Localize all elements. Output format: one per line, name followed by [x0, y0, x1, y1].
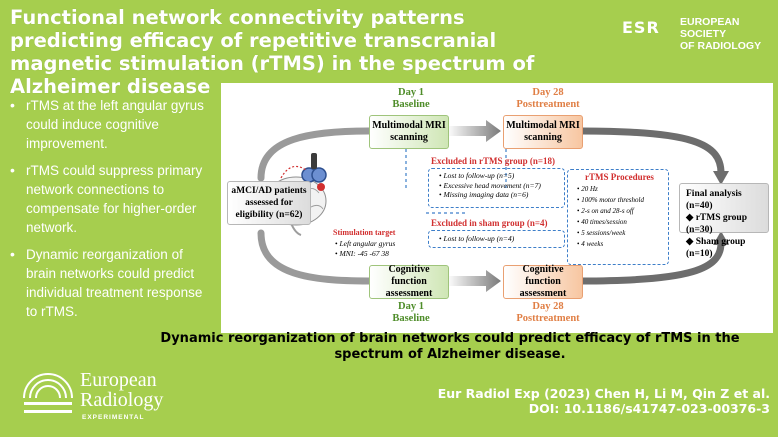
procedures-title: rTMS Procedures — [585, 172, 654, 182]
esr-logo-line2: OF RADIOLOGY — [680, 40, 762, 52]
final-analysis-box: Final analysis (n=40) ◆ rTMS group (n=30… — [679, 183, 769, 259]
procedure-item: 20 Hz — [577, 184, 644, 195]
final-analysis-sham-label: Sham group (n=10) — [686, 237, 746, 259]
stimulation-item: MNI: -45 -67 38 — [335, 249, 395, 259]
procedure-item: 100% motor threshold — [577, 195, 644, 206]
arrow-cognitive — [447, 270, 501, 292]
conclusion-text: Dynamic reorganization of brain networks… — [160, 331, 740, 362]
curve-to-mri — [257, 127, 373, 182]
citation-reference: Eur Radiol Exp (2023) Chen H, Li M, Qin … — [437, 386, 770, 401]
excluded-rtms-box — [428, 168, 565, 208]
curve-to-cognitive — [257, 229, 373, 285]
stimulation-title: Stimulation target — [333, 228, 396, 237]
excluded-sham-box — [428, 230, 565, 248]
day1-bottom-day: Day 1 — [398, 301, 424, 312]
day28-bottom-header: Day 28 Posttreatment — [503, 301, 593, 325]
procedure-item: 40 times/session — [577, 217, 644, 228]
day28-bottom-label: Posttreatment — [516, 313, 580, 324]
day1-top-label: Baseline — [392, 99, 430, 110]
citation: Eur Radiol Exp (2023) Chen H, Li M, Qin … — [360, 386, 770, 416]
esr-logo-text: EUROPEAN SOCIETY OF RADIOLOGY — [680, 16, 772, 52]
procedure-item: 5 sessions/week — [577, 228, 644, 239]
er-logo-line2: Radiology — [80, 389, 164, 411]
day28-bottom-day: Day 28 — [532, 301, 564, 312]
arrowhead-top — [713, 171, 729, 185]
excluded-sham-item: Lost to follow-up (n=4) — [439, 234, 515, 244]
patients-box: aMCI/AD patients assessed for eligibilit… — [227, 181, 311, 225]
cognitive-box-posttreatment: Cognitive function assessment — [503, 264, 583, 299]
key-point: rTMS at the left angular gyrus could ind… — [10, 96, 215, 153]
esr-logo-line1: EUROPEAN SOCIETY — [680, 16, 740, 40]
er-logo-line1: European — [80, 369, 157, 391]
citation-doi: DOI: 10.1186/s41747-023-00376-3 — [528, 401, 770, 416]
excluded-rtms-list: Lost to follow-up (n=5) Excessive head m… — [439, 171, 541, 200]
day1-bottom-label: Baseline — [392, 313, 430, 324]
excluded-rtms-item: Excessive head movement (n=7) — [439, 181, 541, 191]
excluded-rtms-item: Lost to follow-up (n=5) — [439, 171, 541, 181]
key-point: Dynamic reorganization of brain networks… — [10, 245, 215, 321]
procedure-item: 4 weeks — [577, 239, 644, 250]
cognitive-box-baseline: Cognitive function assessment — [369, 264, 449, 299]
day28-top-day: Day 28 — [532, 87, 564, 98]
er-logo-sub: EXPERIMENTAL — [82, 414, 145, 421]
curve-to-final-top — [580, 127, 725, 174]
final-analysis-list: Final analysis (n=40) ◆ rTMS group (n=30… — [686, 188, 768, 260]
excluded-rtms-title: Excluded in rTMS group (n=18) — [431, 156, 555, 166]
day1-bottom-header: Day 1 Baseline — [371, 301, 451, 325]
final-analysis-sham: ◆ Sham group (n=10) — [686, 237, 746, 259]
day1-top-header: Day 1 Baseline — [371, 87, 451, 111]
er-logo-name: European Radiology — [80, 370, 163, 410]
page-title: Functional network connectivity patterns… — [10, 6, 535, 98]
day28-top-header: Day 28 Posttreatment — [503, 87, 593, 111]
final-analysis-rtms: ◆ rTMS group (n=30) — [686, 213, 747, 235]
curve-to-final-bottom — [580, 242, 725, 285]
mri-box-baseline: Multimodal MRI scanning — [369, 115, 449, 149]
mri-box-posttreatment: Multimodal MRI scanning — [503, 115, 583, 149]
er-logo-icon — [23, 373, 73, 413]
procedures-list: 20 Hz 100% motor threshold 2-s on and 28… — [577, 184, 644, 250]
esr-logo-mark: ESR — [622, 18, 660, 37]
european-radiology-logo: European Radiology EXPERIMENTAL — [20, 370, 200, 432]
excluded-sham-list: Lost to follow-up (n=4) — [439, 234, 515, 244]
arrow-mri — [447, 120, 501, 142]
final-analysis-total: Final analysis (n=40) — [686, 189, 742, 211]
procedure-item: 2-s on and 28-s off — [577, 206, 644, 217]
day28-top-label: Posttreatment — [516, 99, 580, 110]
procedures-box — [567, 169, 669, 265]
day1-top-day: Day 1 — [398, 87, 424, 98]
stimulation-item: Left angular gyrus — [335, 239, 396, 249]
excluded-rtms-item: Missing imaging data (n=6) — [439, 190, 541, 200]
stimulation-list: Left angular gyrus MNI: -45 -67 38 — [335, 239, 396, 259]
tms-coil-icon — [280, 153, 327, 191]
arrowhead-bottom — [713, 231, 729, 245]
excluded-sham-title: Excluded in sham group (n=4) — [431, 218, 548, 228]
esr-logo: ESR EUROPEAN SOCIETY OF RADIOLOGY — [622, 14, 772, 52]
final-analysis-rtms-label: rTMS group (n=30) — [686, 213, 747, 235]
key-points-list: rTMS at the left angular gyrus could ind… — [10, 96, 215, 329]
key-point: rTMS could suppress primary network conn… — [10, 161, 215, 237]
study-flow-diagram: Day 1 Baseline Day 28 Posttreatment Mult… — [221, 83, 773, 333]
